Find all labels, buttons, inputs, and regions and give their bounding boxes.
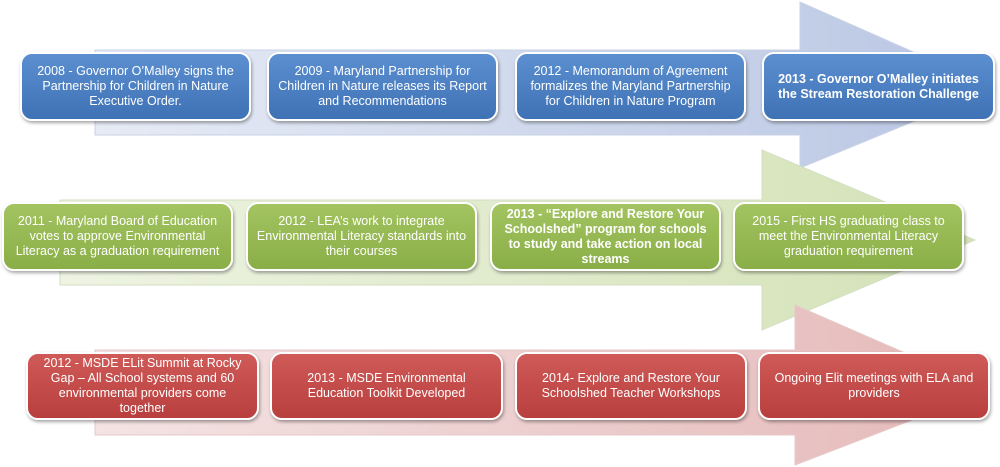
timeline-box-2013-stream: 2013 - Governor O’Malley initiates the S… [762, 52, 995, 121]
timeline-box-2009: 2009 - Maryland Partnership for Children… [267, 52, 498, 121]
timeline-box-2011: 2011 - Maryland Board of Education votes… [2, 202, 233, 271]
timeline-box-2013-schoolshed: 2013 - “Explore and Restore Your Schools… [490, 202, 721, 271]
timeline-box-2012-lea: 2012 - LEA’s work to integrate Environme… [246, 202, 477, 271]
timeline-box-2008: 2008 - Governor O’Malley signs the Partn… [20, 52, 251, 121]
timeline-box-2012-summit: 2012 - MSDE ELit Summit at Rocky Gap – A… [26, 352, 259, 420]
timeline-box-2015: 2015 - First HS graduating class to meet… [733, 202, 964, 271]
timeline-box-2013-toolkit: 2013 - MSDE Environmental Education Tool… [270, 352, 503, 420]
timeline-box-ongoing: Ongoing Elit meetings with ELA and provi… [758, 352, 990, 420]
timeline-box-2012-moa: 2012 - Memorandum of Agreement formalize… [515, 52, 746, 121]
timeline-box-2014-workshops: 2014- Explore and Restore Your Schoolshe… [515, 352, 747, 420]
